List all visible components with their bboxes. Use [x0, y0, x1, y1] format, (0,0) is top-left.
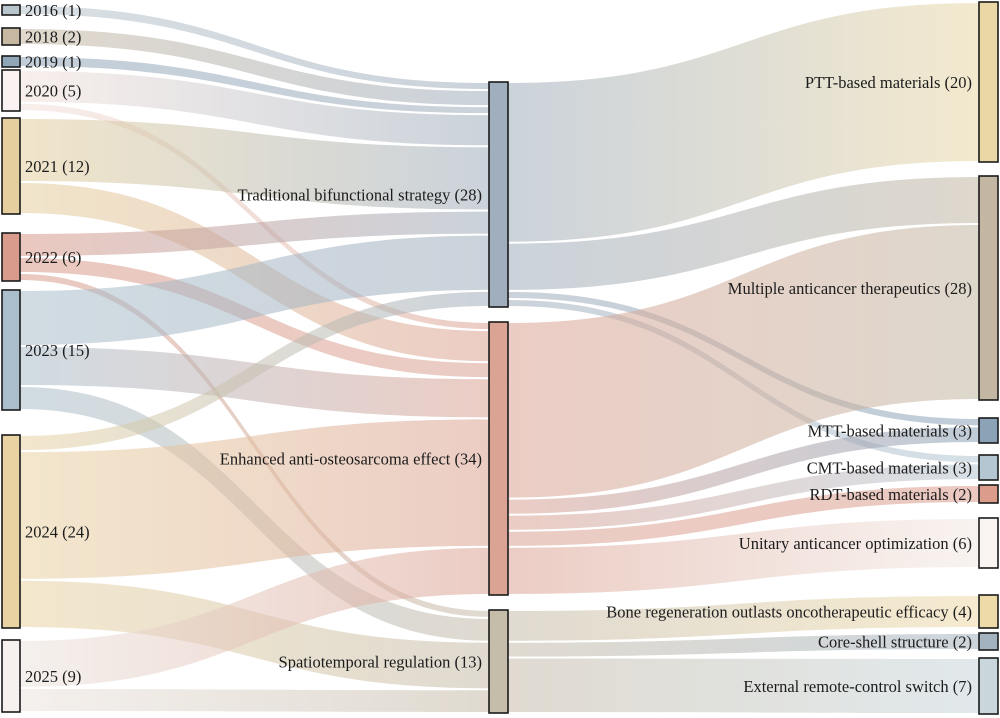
- node-labels: 2016 (1) 2018 (2) 2019 (1) 2020 (5) 2021 (12…: [25, 1, 972, 696]
- node-mult: [978, 175, 999, 401]
- flow-y2020-trad: [20, 71, 489, 146]
- node-spat: [488, 609, 509, 714]
- node-y2016: [1, 4, 21, 16]
- flow-y2024-trad: [20, 291, 489, 451]
- node-y2020: [1, 69, 21, 112]
- label-y2024: 2024 (24): [25, 523, 90, 542]
- node-mtt: [978, 417, 999, 444]
- label-mtt: MTT-based materials (3): [808, 422, 972, 441]
- flow-enh-mult: [508, 225, 979, 498]
- label-mult: Multiple anticancer therapeutics (28): [728, 279, 972, 298]
- label-ptt: PTT-based materials (20): [805, 73, 972, 92]
- flow-enh-mtt: [508, 427, 979, 514]
- flow-ribbons: [20, 3, 979, 713]
- node-y2024: [1, 434, 21, 629]
- label-ext: External remote-control switch (7): [743, 677, 972, 696]
- label-y2022: 2022 (6): [25, 248, 81, 267]
- label-y2020: 2020 (5): [25, 82, 81, 101]
- label-y2019: 2019 (1): [25, 53, 81, 72]
- label-core: Core-shell structure (2): [818, 633, 972, 652]
- node-y2021: [1, 117, 21, 215]
- flow-spat-ext: [508, 658, 979, 713]
- flow-y2022-trad: [20, 211, 489, 256]
- flow-trad-mult: [508, 177, 979, 290]
- flow-y2020-enh: [20, 103, 489, 330]
- node-y2025: [1, 639, 21, 713]
- node-ptt: [978, 1, 999, 163]
- label-spat: Spatiotemporal regulation (13): [279, 653, 482, 672]
- node-unit: [978, 517, 999, 569]
- flow-y2022-enh: [20, 258, 489, 378]
- node-ext: [978, 657, 999, 715]
- flow-spat-bone: [508, 596, 979, 641]
- node-bone: [978, 594, 999, 629]
- label-y2021: 2021 (12): [25, 157, 90, 176]
- flow-y2023-trad: [20, 235, 489, 345]
- label-enh: Enhanced anti-osteosarcoma effect (34): [220, 450, 482, 469]
- node-y2018: [1, 27, 21, 46]
- node-enh: [488, 321, 509, 596]
- node-y2022: [1, 232, 21, 282]
- label-rdt: RDT-based materials (2): [809, 485, 972, 504]
- node-y2023: [1, 289, 21, 411]
- flow-y2016-trad: [20, 6, 489, 90]
- label-trad: Traditional bifunctional strategy (28): [237, 186, 482, 205]
- node-y2019: [1, 55, 21, 68]
- label-y2016: 2016 (1): [25, 1, 81, 20]
- label-unit: Unitary anticancer optimization (6): [739, 534, 972, 553]
- flow-spat-core: [508, 634, 979, 657]
- flow-y2025-spat: [20, 689, 489, 712]
- flow-y2019-trad: [20, 57, 489, 114]
- flow-enh-unit: [508, 519, 979, 594]
- label-bone: Bone regeneration outlasts oncotherapeut…: [606, 603, 972, 622]
- flow-trad-ptt: [508, 3, 979, 242]
- flow-y2018-trad: [20, 29, 489, 106]
- flow-y2023-enh: [20, 347, 489, 418]
- flow-enh-rdt: [508, 486, 979, 546]
- node-trad: [488, 81, 509, 308]
- node-rdt: [978, 484, 999, 504]
- node-core: [978, 632, 999, 651]
- label-y2018: 2018 (2): [25, 28, 81, 47]
- label-cmt: CMT-based materials (3): [807, 459, 972, 478]
- node-cmt: [978, 454, 999, 481]
- flow-y2024-enh: [20, 419, 489, 579]
- label-y2025: 2025 (9): [25, 667, 81, 686]
- flow-enh-cmt: [508, 464, 979, 530]
- flow-y2021-trad: [20, 119, 489, 210]
- flow-y2025-enh: [20, 547, 489, 687]
- label-y2023: 2023 (15): [25, 341, 90, 360]
